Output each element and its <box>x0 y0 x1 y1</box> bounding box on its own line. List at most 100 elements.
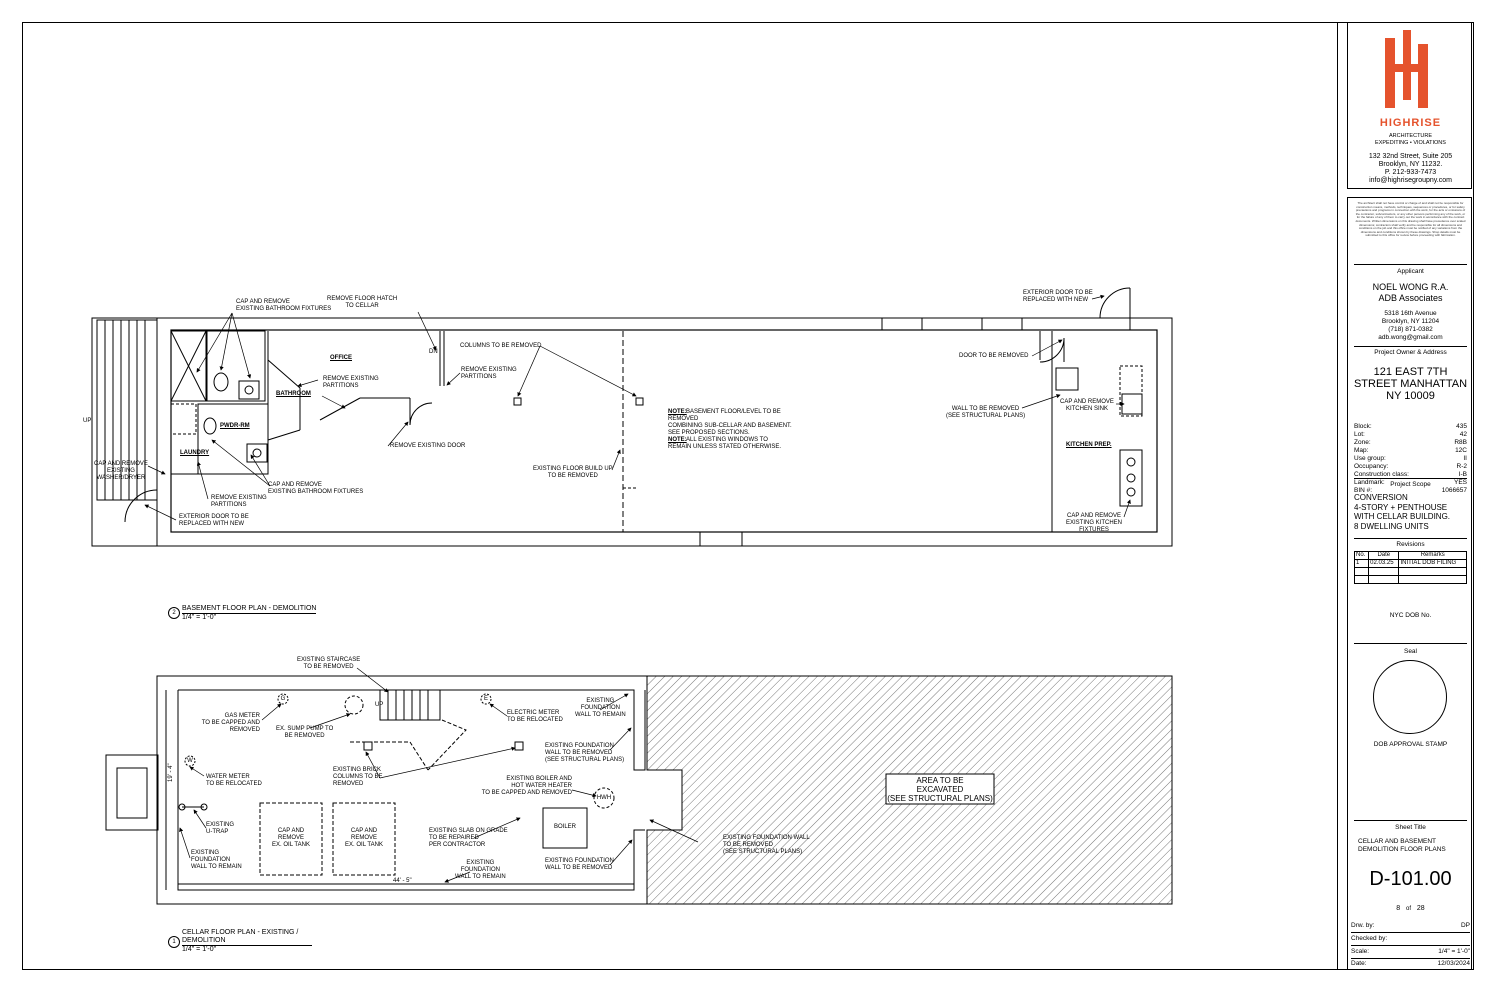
disclaimer: The architect shall not have control or … <box>1355 201 1466 238</box>
dimension-length: 44' - 5" <box>393 878 412 884</box>
note-gas-meter: GAS METER TO BE CAPPED AND REMOVED <box>201 713 260 733</box>
property-value: R-2 <box>1456 463 1467 470</box>
sheet-title-label: Sheet Title <box>1395 824 1426 831</box>
gas-symbol: G <box>280 696 286 702</box>
applicant-address-2: Brooklyn, NY 11204 <box>1381 318 1440 325</box>
firm-name: HIGHRISE <box>1379 117 1442 129</box>
applicant-address-1: 5318 16th Avenue <box>1384 310 1437 317</box>
rev-col-no: No. <box>1353 551 1370 560</box>
date-value: 12/03/2024 <box>1437 960 1470 967</box>
stair-up-label: UP <box>83 418 92 424</box>
drawn-by-row: Drw. by: DP <box>1351 920 1470 933</box>
property-key: BIN #: <box>1354 487 1373 494</box>
dob-approval-stamp-label: DOB APPROVAL STAMP <box>1373 741 1448 748</box>
note-foundation-removed-2: EXISTING FOUNDATION WALL TO BE REMOVED (… <box>723 835 810 855</box>
firm-tagline-1: ARCHITECTURE <box>1388 133 1433 139</box>
property-value: 435 <box>1456 423 1467 430</box>
note-foundation-remain-2: EXISTING FOUNDATION WALL TO REMAIN <box>191 850 242 870</box>
property-row: Block: 435 <box>1354 423 1467 431</box>
note-water-meter: WATER METER TO BE RELOCATED <box>206 774 262 787</box>
scope-label: Project Scope <box>1390 481 1431 488</box>
property-row: Construction class:I-B <box>1354 471 1467 479</box>
applicant-name: NOEL WONG R.A. <box>1372 282 1449 292</box>
room-bathroom: BATHROOM <box>276 391 311 397</box>
title-block: HIGHRISE ARCHITECTURE EXPEDITING • VIOLA… <box>1345 22 1474 970</box>
owner-label: Project Owner & Address <box>1374 349 1447 356</box>
drawing-area <box>22 22 1338 970</box>
property-value: I-B <box>1458 471 1467 478</box>
property-key: Block: <box>1354 423 1372 430</box>
label-boiler: BOILER <box>553 824 576 830</box>
scale-value: 1/4" = 1'-0" <box>1438 948 1470 955</box>
firm-address-2: Brooklyn, NY 11232. <box>1378 161 1443 168</box>
note-label-2: NOTE: <box>668 437 687 443</box>
rev-no: 1 <box>1353 559 1370 568</box>
applicant-firm: ADB Associates <box>1378 293 1443 303</box>
scale-row: Scale: 1/4" = 1'-0" <box>1351 946 1470 959</box>
rev-remarks: INITIAL DOB FILING <box>1398 559 1467 568</box>
drawn-by-value: DP <box>1460 922 1470 929</box>
note-exterior-door-1: EXTERIOR DOOR TO BE REPLACED WITH NEW <box>179 514 249 527</box>
note-cap-bath-fixtures: CAP AND REMOVE EXISTING BATHROOM FIXTURE… <box>236 299 332 312</box>
note-remove-partitions-2: REMOVE EXISTING PARTITIONS <box>461 367 517 380</box>
property-value: 1066657 <box>1441 487 1467 494</box>
note-foundation-remain-3: EXISTING FOUNDATION WALL TO REMAIN <box>455 860 506 880</box>
property-row: BIN #: 1066657 <box>1354 487 1467 495</box>
seal-label: Seal <box>1403 648 1417 655</box>
note-windows-remain: ALL EXISTING WINDOWS TO REMAIN UNLESS ST… <box>668 437 782 450</box>
property-value: 42 <box>1459 431 1467 438</box>
note-door-removed: DOOR TO BE REMOVED <box>959 353 1029 359</box>
note-staircase: EXISTING STAIRCASE TO BE REMOVED <box>297 657 361 670</box>
applicant-email: adb.wong@gmail.com <box>1378 334 1443 341</box>
basement-walls <box>91 287 1173 547</box>
rev-col-remarks: Remarks <box>1398 551 1467 560</box>
cellar-plan-title-text: CELLAR FLOOR PLAN - EXISTING / DEMOLITIO… <box>182 929 312 946</box>
note-exterior-door-2: EXTERIOR DOOR TO BE REPLACED WITH NEW <box>1023 290 1093 303</box>
sheet-title: CELLAR AND BASEMENT DEMOLITION FLOOR PLA… <box>1358 838 1446 853</box>
revision-row-empty <box>1353 567 1467 576</box>
property-key: Zone: <box>1354 439 1371 446</box>
revisions-table: No. Date Remarks 1 02.03.25 INITIAL DOB … <box>1353 551 1467 584</box>
sheet-index: 8 <box>1396 905 1401 912</box>
note-cap-bath-fixtures-2: CAP AND REMOVE EXISTING BATHROOM FIXTURE… <box>268 482 364 495</box>
property-value: II <box>1463 455 1467 462</box>
note-washer-dryer: CAP AND REMOVE EXISTING WASHER/DRYER <box>94 461 148 481</box>
note-foundation-remain-1: EXISTING FOUNDATION WALL TO REMAIN <box>575 698 626 718</box>
note-kitchen-fixtures: CAP AND REMOVE EXISTING KITCHEN FIXTURES <box>1066 513 1123 533</box>
applicant-phone: (718) 871-0382 <box>1388 326 1433 333</box>
cellar-walls <box>105 675 1173 905</box>
cellar-plan-scale: 1/4" = 1'-0" <box>182 946 217 953</box>
property-row: Occupancy:R-2 <box>1354 463 1467 471</box>
sheet-total: 28 <box>1416 905 1425 912</box>
note-sump-pump: EX. SUMP PUMP TO BE REMOVED <box>276 726 334 739</box>
firm-address-1: 132 32nd Street, Suite 205 <box>1368 153 1453 160</box>
cellar-plan-title: CELLAR FLOOR PLAN - EXISTING / DEMOLITIO… <box>182 929 312 954</box>
property-value: YES <box>1453 479 1467 486</box>
note-floor-hatch: REMOVE FLOOR HATCH TO CELLAR <box>327 296 398 309</box>
firm-email: info@highrisegroupny.com <box>1369 177 1452 184</box>
property-row: Lot:42 <box>1354 431 1467 439</box>
note-kitchen-sink: CAP AND REMOVE KITCHEN SINK <box>1060 399 1114 412</box>
sheet-number: D-101.00 <box>1369 868 1452 890</box>
room-kitchen-prep: KITCHEN PREP. <box>1066 442 1112 448</box>
revision-row: 1 02.03.25 INITIAL DOB FILING <box>1353 559 1467 568</box>
firm-box: HIGHRISE ARCHITECTURE EXPEDITING • VIOLA… <box>1347 22 1472 189</box>
project-address: 121 EAST 7TH STREET MANHATTAN NY 10009 <box>1353 366 1468 402</box>
property-key: Map: <box>1354 447 1369 454</box>
cellar-stair-up: UP <box>375 702 384 708</box>
property-row: Landmark:YES <box>1354 479 1467 487</box>
note-oil-tank-2: CAP AND REMOVE EX. OIL TANK <box>345 828 383 848</box>
applicant-contact: 5318 16th Avenue Brooklyn, NY 11204 (718… <box>1348 310 1473 342</box>
dob-no-label: NYC DOB No. <box>1389 612 1432 619</box>
date-label: Date: <box>1351 960 1367 967</box>
note-slab: EXISTING SLAB ON GRADE TO BE REPAIRED PE… <box>429 828 508 848</box>
project-box: The architect shall not have control or … <box>1347 197 1472 970</box>
revision-row-empty <box>1353 575 1467 584</box>
note-foundation-removed-3: EXISTING FOUNDATION WALL TO BE REMOVED <box>545 858 614 871</box>
note-excavate-area: AREA TO BE EXCAVATED (SEE STRUCTURAL PLA… <box>887 776 993 803</box>
seal-circle <box>1373 660 1447 734</box>
checked-by-label: Checked by: <box>1351 935 1388 942</box>
drawn-by-label: Drw. by: <box>1351 922 1375 929</box>
water-symbol: W <box>187 758 193 764</box>
note-columns-removed: COLUMNS TO BE REMOVED <box>460 343 542 349</box>
